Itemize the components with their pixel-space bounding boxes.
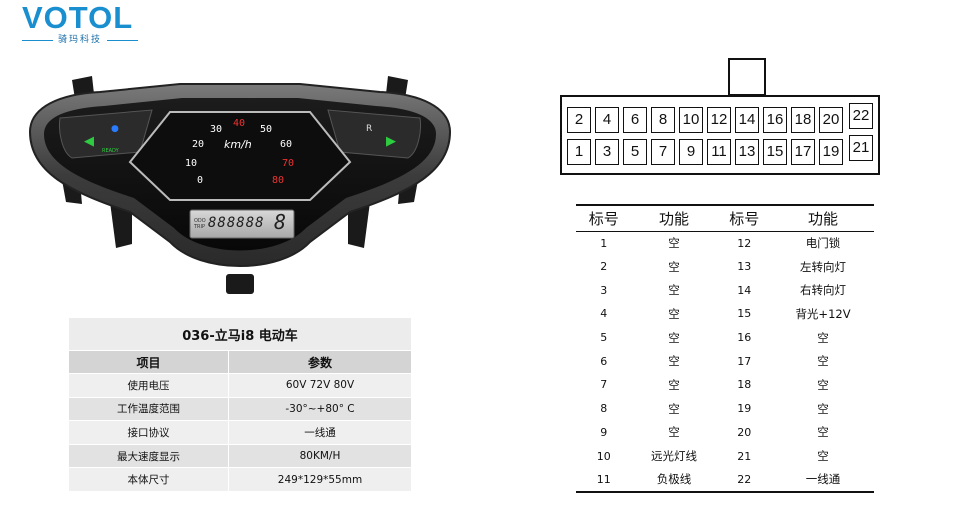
ready-indicator-label: READY [102,148,119,154]
spec-table: 036-立马i8 电动车 项目 参数 使用电压 60V 72V 80V 工作温度… [68,317,412,492]
speed-tick-20: 20 [192,139,205,150]
connector-pin-4: 4 [595,107,619,133]
speed-tick-0: 0 [197,175,204,186]
logo-line-left [22,40,53,41]
connector-pin-8: 8 [651,107,675,133]
dashboard-labels: 0 10 20 30 40 50 60 70 80 km/h ◀ READY ●… [20,62,460,297]
connector-pin-16: 16 [763,107,787,133]
trip-label: ODO TRIP [194,218,206,230]
connector-pin-14: 14 [735,107,759,133]
connector-pin-3: 3 [595,139,619,165]
connector-pin-21: 21 [849,135,873,161]
logo-brand: VOTOL [22,0,134,35]
connector-pin-13: 13 [735,139,759,165]
connector-pin-2: 2 [567,107,591,133]
spec-header-param: 参数 [228,350,412,374]
reverse-indicator-label: R [366,124,373,134]
table-row: 工作温度范围 -30°~+80° C [68,396,412,422]
speed-tick-70: 70 [282,158,295,169]
connector-pin-1: 1 [567,139,591,165]
logo-subtitle: 骑玛科技 [58,35,103,45]
votol-logo: VOTOL 骑玛科技 [22,2,142,48]
pin-header-function-2: 功能 [772,204,874,232]
right-turn-icon: ▶ [386,134,396,149]
logo-line-right [107,40,139,41]
spec-header-item: 项目 [68,350,229,374]
pin-header-number-1: 标号 [576,204,632,232]
table-row: 最大速度显示 80KM/H [68,443,412,469]
speed-tick-30: 30 [210,124,223,135]
blue-indicator-icon: ● [111,124,119,134]
speed-tick-50: 50 [260,124,273,135]
speed-tick-60: 60 [280,139,293,150]
connector-pin-22: 22 [849,103,873,129]
speed-tick-40: 40 [233,118,246,129]
gear-digit: 8 [274,210,287,234]
connector-pin-10: 10 [679,107,703,133]
connector-pin-15: 15 [763,139,787,165]
connector-pin-5: 5 [623,139,647,165]
connector-pin-17: 17 [791,139,815,165]
table-row: 本体尺寸 249*129*55mm [68,467,412,492]
lcd-digits: 888888 [208,215,265,231]
table-row: 接口协议 一线通 [68,420,412,445]
connector-latch [728,58,766,96]
connector-pin-18: 18 [791,107,815,133]
speed-tick-10: 10 [185,158,198,169]
pin-header-number-2: 标号 [716,204,773,232]
spec-title: 036-立马i8 电动车 [68,317,412,351]
connector-pin-12: 12 [707,107,731,133]
connector-pin-20: 20 [819,107,843,133]
connector-pin-6: 6 [623,107,647,133]
connector-pin-19: 19 [819,139,843,165]
dashboard-image [28,76,452,294]
table-row: 使用电压 60V 72V 80V [68,373,412,398]
speed-unit: km/h [224,138,252,151]
speed-tick-80: 80 [272,175,285,186]
connector-pin-11: 11 [707,139,731,165]
pin-header-function-1: 功能 [631,204,717,232]
connector-pin-7: 7 [651,139,675,165]
connector-pin-9: 9 [679,139,703,165]
left-turn-icon: ◀ [84,134,94,149]
